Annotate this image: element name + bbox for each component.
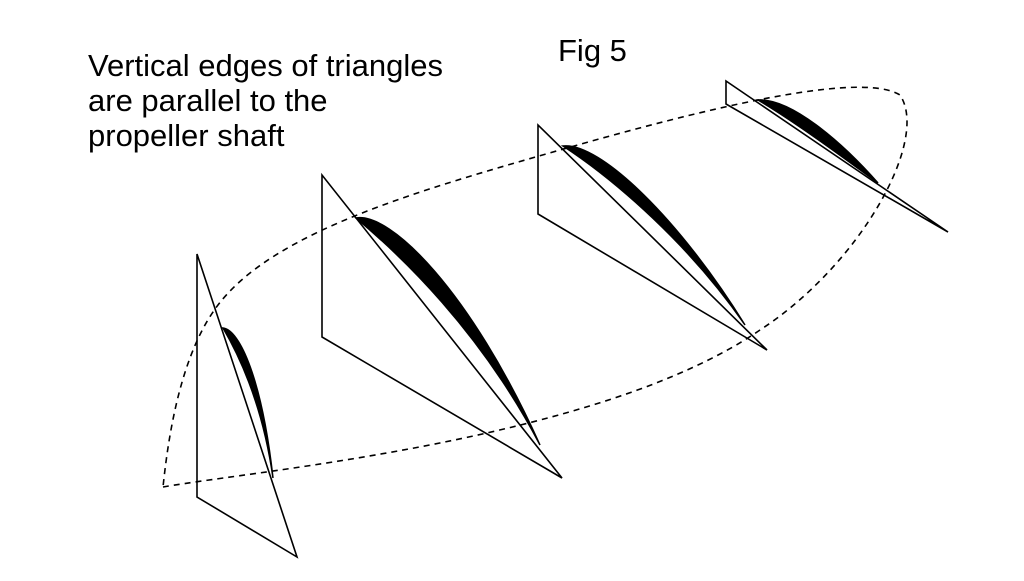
caption-line-3: propeller shaft [88,118,285,153]
triangle-4 [725,79,949,233]
blade-section-4 [725,79,949,233]
airfoil-4 [755,99,879,184]
caption-line-1: Vertical edges of triangles [88,48,443,83]
blade-section-3 [537,123,768,351]
blade-section-2 [321,172,563,479]
airfoil-3 [560,145,746,326]
airfoil-1 [221,327,274,479]
dashed-blade-path [162,86,908,488]
blade-section-1 [196,253,299,559]
figure-label: Fig 5 [558,33,627,68]
triangle-2 [321,172,563,479]
triangle-3 [537,123,768,351]
triangle-1 [196,253,299,559]
airfoil-2 [354,217,541,446]
caption-line-2: are parallel to the [88,83,328,118]
caption-text: Vertical edges of triangles are parallel… [88,48,508,153]
